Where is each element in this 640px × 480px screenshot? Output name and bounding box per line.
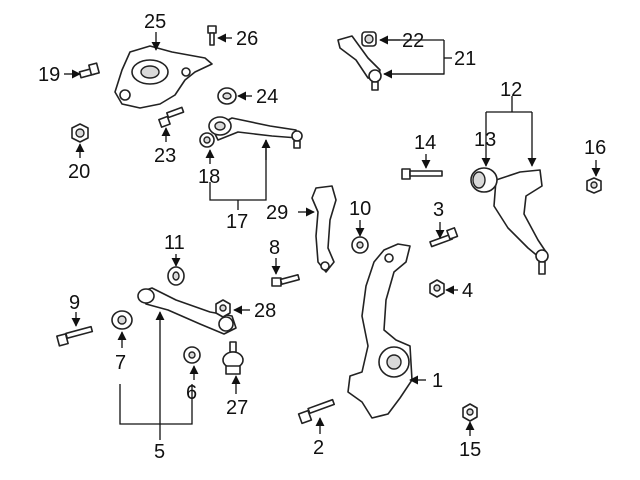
upper-link xyxy=(337,35,382,91)
callout-8: 8 xyxy=(269,237,280,259)
bushing-22 xyxy=(361,31,377,47)
callout-1: 1 xyxy=(432,370,443,392)
callout-17: 17 xyxy=(226,211,248,233)
nut-4 xyxy=(429,279,445,298)
bushing-18 xyxy=(199,132,215,148)
callout-16: 16 xyxy=(584,137,606,159)
callout-27: 27 xyxy=(226,397,248,419)
upper-control-arm xyxy=(208,116,303,149)
callout-23: 23 xyxy=(154,145,176,167)
callout-15: 15 xyxy=(459,439,481,461)
bushing-13 xyxy=(470,167,498,193)
callout-19: 19 xyxy=(38,64,60,86)
nut-16 xyxy=(586,177,602,194)
callout-5: 5 xyxy=(154,441,165,463)
callout-21: 21 xyxy=(454,48,476,70)
bushing-24 xyxy=(217,87,237,105)
bushing-11 xyxy=(167,266,185,286)
callout-13: 13 xyxy=(474,129,496,151)
callout-18: 18 xyxy=(198,166,220,188)
callout-11: 11 xyxy=(164,232,185,254)
nut-20 xyxy=(71,123,89,143)
lower-rear-arm xyxy=(493,169,549,275)
nut-15 xyxy=(462,403,478,422)
callout-10: 10 xyxy=(349,198,371,220)
callout-22: 22 xyxy=(402,30,424,52)
callout-3: 3 xyxy=(433,199,444,221)
bolt-14 xyxy=(401,168,443,180)
steering-knuckle xyxy=(347,243,413,419)
ball-joint-27 xyxy=(222,341,244,375)
bracket-29 xyxy=(311,185,337,273)
leader-lines xyxy=(64,32,601,440)
callout-6: 6 xyxy=(186,382,197,404)
bolt-8 xyxy=(271,273,301,287)
callout-20: 20 xyxy=(68,161,90,183)
bushing-6 xyxy=(183,346,201,364)
callout-29: 29 xyxy=(266,202,288,224)
bolt-9 xyxy=(56,325,94,347)
callout-28: 28 xyxy=(254,300,276,322)
callout-12: 12 xyxy=(500,79,522,101)
callout-24: 24 xyxy=(256,86,278,108)
bushing-10 xyxy=(351,236,369,254)
callout-14: 14 xyxy=(414,132,436,154)
bolt-26 xyxy=(207,25,217,46)
bolt-19 xyxy=(78,62,100,79)
upper-mount-bracket xyxy=(114,45,213,109)
lower-front-arm xyxy=(137,287,237,335)
callout-2: 2 xyxy=(313,437,324,459)
callout-25: 25 xyxy=(144,11,166,33)
bolt-23 xyxy=(158,106,185,128)
nut-28 xyxy=(215,299,231,318)
bushing-7 xyxy=(111,310,133,330)
callout-26: 26 xyxy=(236,28,258,50)
bolt-2 xyxy=(297,398,336,425)
callout-7: 7 xyxy=(115,352,126,374)
callout-9: 9 xyxy=(69,292,80,314)
callout-labels: 1 2 3 4 5 6 7 8 9 10 11 12 13 14 15 16 1… xyxy=(38,11,606,463)
callout-4: 4 xyxy=(462,280,473,302)
bolt-3 xyxy=(429,227,459,248)
